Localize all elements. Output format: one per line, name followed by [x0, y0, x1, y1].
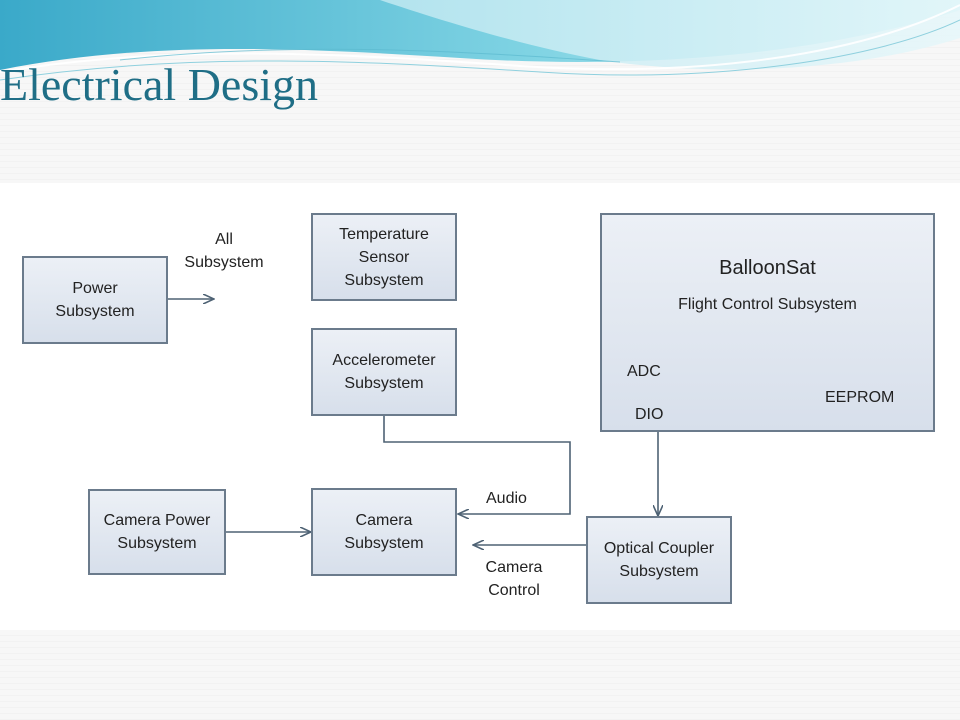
camera-control-label: Camera Control [485, 559, 543, 599]
power-subsystem-label-line1: Power [72, 280, 118, 297]
camera-subsystem-block: Camera Subsystem [311, 488, 457, 576]
audio-connector [383, 416, 571, 514]
optical-coupler-block: Optical Coupler Subsystem [586, 516, 732, 604]
header-wave-banner [0, 0, 960, 81]
slide-title: Electrical Design [0, 59, 319, 110]
balloonsat-flight-control-block: BalloonSat Flight Control Subsystem ADC … [600, 213, 935, 432]
power-subsystem-label-line2: Subsystem [55, 303, 135, 320]
accelerometer-block: Accelerometer Subsystem [311, 328, 457, 416]
balloonsat-title: BalloonSat [719, 257, 816, 279]
flight-control-subtitle: Flight Control Subsystem [678, 296, 857, 313]
dio-label: DIO [635, 406, 664, 423]
camera-power-block: Camera Power Subsystem [88, 489, 226, 575]
eeprom-label: EEPROM [825, 389, 895, 406]
temperature-sensor-block: Temperature Sensor Subsystem [311, 213, 457, 301]
power-subsystem-block: Power Subsystem [22, 256, 168, 344]
all-subsystem-label: All Subsystem [184, 231, 264, 271]
adc-label: ADC [627, 363, 661, 380]
audio-label: Audio [486, 490, 527, 507]
